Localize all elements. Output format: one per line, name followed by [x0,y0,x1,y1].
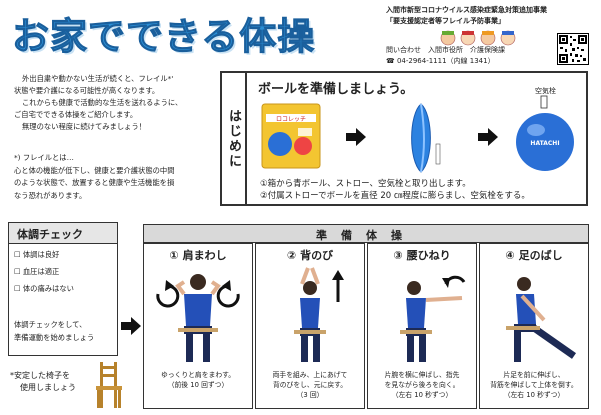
check-item-label: 体調は良好 [22,250,60,259]
page-title: お家でできる体操 [11,15,316,59]
exercise-title: ① 肩まわし [169,249,227,262]
chair-icon [96,362,122,408]
exercise-desc-line: （3 回） [296,391,324,399]
frailty-note: *) フレイルとは… 心と体の機能が低下し、健康と要介護状態の中間 のような状態… [14,152,219,202]
exercise-title: ④ 足のばし [505,249,563,262]
ball-prep-steps: ①箱から青ボール、ストロー、空気栓と取り出します。 ②付属ストローでボールを直径… [260,178,530,202]
check-item[interactable]: ☐ 体調は良好 [14,250,74,260]
arrow-right-icon [478,128,498,146]
exercise-desc-line: 片腕を横に伸ばし、指先 [384,371,460,379]
waist-twist-figure [400,275,466,362]
ball-box-image: ロコレッチ [261,103,321,169]
exercise-card-leg [479,243,589,409]
intro-line: これからも健康で活動的な生活を送れるように、 [22,98,183,107]
intro-text: 外出自粛や動かない生活が続くと、フレイル*' 状態や要介護になる可能性が高くなり… [14,73,214,133]
frailty-line: 心と体の機能が低下し、健康と要介護状態の中間 [14,165,175,175]
condition-check-title: 体調チェック [8,222,118,244]
check-item[interactable]: ☐ 血圧は適正 [14,267,74,277]
prep-step: ②付属ストローでボールを直径 20 ㎝程度に膨らまし、空気栓をする。 [260,191,530,201]
intro-line: ご自宅でできる体操をご紹介します。 [14,110,138,119]
box-brand-text: ロコレッチ [276,116,306,123]
prep-step: ①箱から青ボール、ストロー、空気栓と取り出します。 [260,179,471,189]
check-list: ☐ 体調は良好 ☐ 血圧は適正 ☐ 体の痛みはない [14,250,74,294]
checkbox-icon[interactable]: ☐ [14,250,23,259]
qr-code-icon[interactable] [557,33,589,65]
contact-label: 問い合わせ 入間市役所 介護保険課 [386,46,505,54]
intro-line: 状態や要介護になる可能性が高くなります。 [14,86,160,95]
exercise-desc-line: ゆっくりと肩をまわす。 [160,371,236,379]
back-stretch-figure [294,267,344,362]
frailty-line: *) フレイルとは… [14,153,74,162]
exercise-desc-line: （前後 10 回ずつ） [167,381,229,389]
exercise-description: 片腕を横に伸ばし、指先 を見ながら後ろを向く。 （左右 10 秒ずつ） [367,370,477,400]
deflated-ball-image [411,103,441,173]
mascot-illustrations [440,30,516,46]
chair-note: *安定した椅子を 使用しましょう [10,370,76,394]
check-item[interactable]: ☐ 体の痛みはない [14,284,74,294]
exercise-desc-line: （左右 10 秒ずつ） [503,391,565,399]
exercise-desc-line: 片足を前に伸ばし、 [503,371,565,379]
exercise-description: 両手を組み、上にあげて 背のびをし、元に戻す。 （3 回） [255,370,365,400]
exercise-description: ゆっくりと肩をまわす。 （前後 10 回ずつ） [143,370,253,390]
exercise-card-stretch [255,243,365,409]
ball-brand-text: HATACHI [530,140,559,147]
intro-line: 外出自粛や動かない生活が続くと、フレイル*' [22,74,174,83]
exercise-title: ③ 腰ひねり [393,249,451,262]
leg-stretch-figure [506,277,577,362]
org-line-1: 入間市新型コロナウイルス感染症緊急対策追加事業 [386,6,547,14]
ball-prep-heading: ボールを準備しましょう。 [258,82,414,97]
exercise-desc-line: 背のびをし、元に戻す。 [272,381,348,389]
hajimeni-tab: はじめに [222,73,246,204]
condition-check-note: 体調チェックをして、 準備運動を始めましょう [14,318,94,344]
exercise-description: 片足を前に伸ばし、 背筋を伸ばして上体を倒す。 （左右 10 秒ずつ） [479,370,589,400]
exercise-desc-line: （左右 10 秒ずつ） [391,391,453,399]
arrow-right-icon [121,317,141,335]
phone-text: 04-2964-1111（内線 1341） [396,57,495,65]
checkbox-icon[interactable]: ☐ [14,267,23,276]
frailty-line: なう恐れがあります。 [14,190,87,200]
exercise-desc-line: を見ながら後ろを向く。 [384,381,460,389]
chair-note-line: *安定した椅子を [10,371,70,380]
valve-label: 空気栓 [535,87,556,95]
exercise-card-shoulder [143,243,253,409]
exercise-desc-line: 背筋を伸ばして上体を倒す。 [490,381,578,389]
warmup-title-bar: 準備体操 [143,224,589,243]
check-note-line: 準備運動を始めましょう [14,333,95,342]
exercise-title: ② 背のび [286,249,334,262]
chair-note-line: 使用しましょう [20,383,76,392]
check-note-line: 体調チェックをして、 [14,320,87,329]
check-item-label: 血圧は適正 [22,267,60,276]
arrow-right-icon [346,128,366,146]
exercise-desc-line: 両手を組み、上にあげて [272,371,348,379]
shoulder-rotation-figure [156,274,240,362]
phone-number: ☎ 04-2964-1111（内線 1341） [386,56,556,67]
exercise-card-twist [367,243,477,409]
frailty-line: のような状態で、放置すると健康や生活機能を損 [14,178,175,187]
intro-line: 無理のない程度に続けてみましょう！ [22,122,147,131]
checkbox-icon[interactable]: ☐ [14,284,23,293]
inflated-ball-image: HATACHI [516,95,574,171]
org-line-2: 「要支援認定者等フレイル予防事業」 [386,17,505,25]
phone-icon: ☎ [386,57,397,65]
organization-info: 入間市新型コロナウイルス感染症緊急対策追加事業 「要支援認定者等フレイル予防事業… [386,5,556,67]
check-item-label: 体の痛みはない [22,284,74,293]
